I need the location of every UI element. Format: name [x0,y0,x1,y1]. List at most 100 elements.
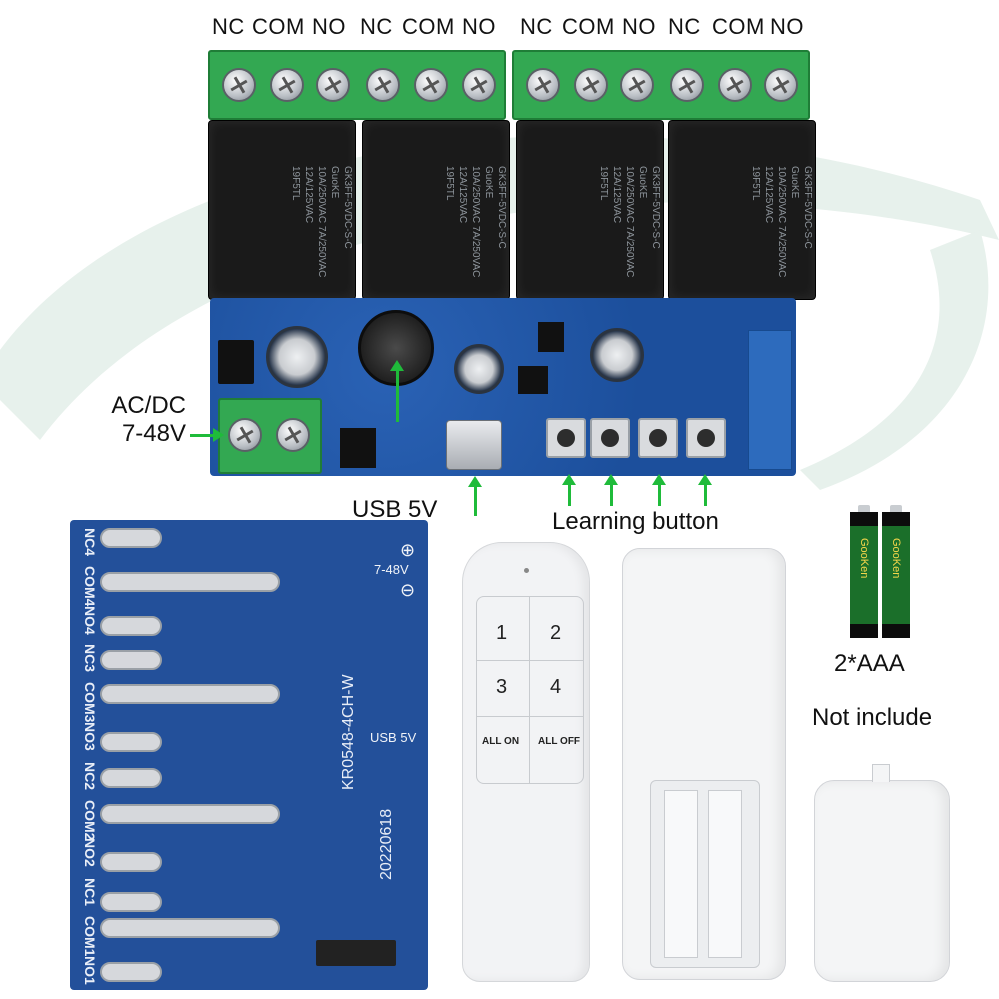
remote-key-2[interactable]: 2 [550,622,562,644]
remote-all-on[interactable]: ALL ON [482,736,520,747]
remote-front [462,542,590,982]
remote-divider [529,596,530,784]
relay-4-code: 19F5TL [750,166,761,201]
inductor-arrow [390,360,404,422]
terminal-label-3: NO [312,14,346,39]
board-back-label-11: COM1 [82,916,98,957]
terminal-label-8: COM [562,14,615,39]
board-back-trace-3 [100,616,162,636]
battery-1-stripe-bottom [850,624,878,638]
ic-small-2 [518,366,548,394]
power-label: AC/DC 7-48V [86,392,186,448]
terminal-block-right [512,50,810,120]
battery-cover [814,780,950,982]
board-back-trace-1 [100,528,162,548]
usb-arrow [468,476,482,516]
battery-2: GooKen [882,505,910,638]
battery-note: Not include [812,704,933,731]
battery-slot-1 [664,790,698,958]
learning-button-1 [546,418,586,458]
minus-symbol: ⊖ [400,580,416,600]
power-label-line2: 7-48V [121,420,186,447]
remote-keypad [476,596,584,784]
relay-2-brand: GuoKE [483,166,494,199]
terminal-label-10: NC [668,14,701,39]
relay-4-brand: GuoKE [789,166,800,199]
power-screw-2 [276,418,310,452]
terminal-screw-6 [462,68,496,102]
battery-2-stripe-bottom [882,624,910,638]
board-back-trace-8 [100,804,280,824]
terminal-label-1: NC [212,14,245,39]
power-screw-1 [228,418,262,452]
learning-button-3 [638,418,678,458]
capacitor-large-left [266,326,328,388]
board-back-label-2: COM4 [82,566,98,607]
board-back-trace-10 [100,892,162,912]
board-back-label-1: NC4 [82,528,98,557]
relay-4-rating-1: 10A/250VAC 7A/250VAC [776,166,787,278]
remote-led [524,568,529,573]
terminal-screw-2 [270,68,304,102]
relay-3-model: GK3FF-5VDC-S-C [650,166,661,249]
board-back-label-6: NO3 [82,722,98,751]
board-back-date: 20220618 [378,808,395,880]
relay-4-model: GK3FF-5VDC-S-C [802,166,813,249]
relay-1-rating-1: 10A/250VAC 7A/250VAC [316,166,327,278]
relay-1-brand: GuoKE [329,166,340,199]
board-back-trace-12 [100,962,162,982]
terminal-screw-7 [526,68,560,102]
battery-slot-2 [708,790,742,958]
ic-chip [218,340,254,384]
terminal-block-left [208,50,506,120]
board-back-label-7: NC2 [82,762,98,791]
board-back-label-5: COM3 [82,682,98,723]
capacitor-small-mid [454,344,504,394]
terminal-label-11: COM [712,14,765,39]
relay-3-rating-2: 12A/125VAC [611,166,622,224]
remote-key-3[interactable]: 3 [496,676,508,698]
remote-row-line-1 [476,660,584,661]
board-back-trace-9 [100,852,162,872]
battery-1-brand: GooKen [858,538,870,579]
relay-2-model: GK3FF-5VDC-S-C [496,166,507,249]
relay-2-rating-2: 12A/125VAC [457,166,468,224]
usb-port [446,420,502,470]
board-back-label-8: COM2 [82,800,98,841]
relay-1-rating-2: 12A/125VAC [303,166,314,224]
board-back-trace-2 [100,572,280,592]
learning-arrow-4 [698,474,712,506]
battery-cover-tab [872,764,890,782]
board-back-trace-4 [100,650,162,670]
pin-header [316,940,396,966]
learning-arrow-1 [562,474,576,506]
terminal-screw-11 [718,68,752,102]
remote-all-off[interactable]: ALL OFF [538,736,581,747]
terminal-label-5: COM [402,14,455,39]
terminal-label-4: NC [360,14,393,39]
plus-symbol: ⊕ [400,540,416,560]
relay-3-code: 19F5TL [598,166,609,201]
terminal-label-9: NO [622,14,656,39]
learning-label: Learning button [552,508,719,535]
terminal-label-12: NO [770,14,804,39]
battery-1-stripe-top [850,512,878,526]
power-arrow [190,428,224,442]
terminal-label-6: NO [462,14,496,39]
relay-2-code: 19F5TL [444,166,455,201]
board-back-label-9: NO2 [82,838,98,867]
terminal-screw-5 [414,68,448,102]
remote-key-1[interactable]: 1 [496,622,508,644]
terminal-screw-3 [316,68,350,102]
inductor [358,310,434,386]
board-back-label-12: NO1 [82,956,98,985]
board-back-trace-5 [100,684,280,704]
remote-key-4[interactable]: 4 [550,676,562,698]
